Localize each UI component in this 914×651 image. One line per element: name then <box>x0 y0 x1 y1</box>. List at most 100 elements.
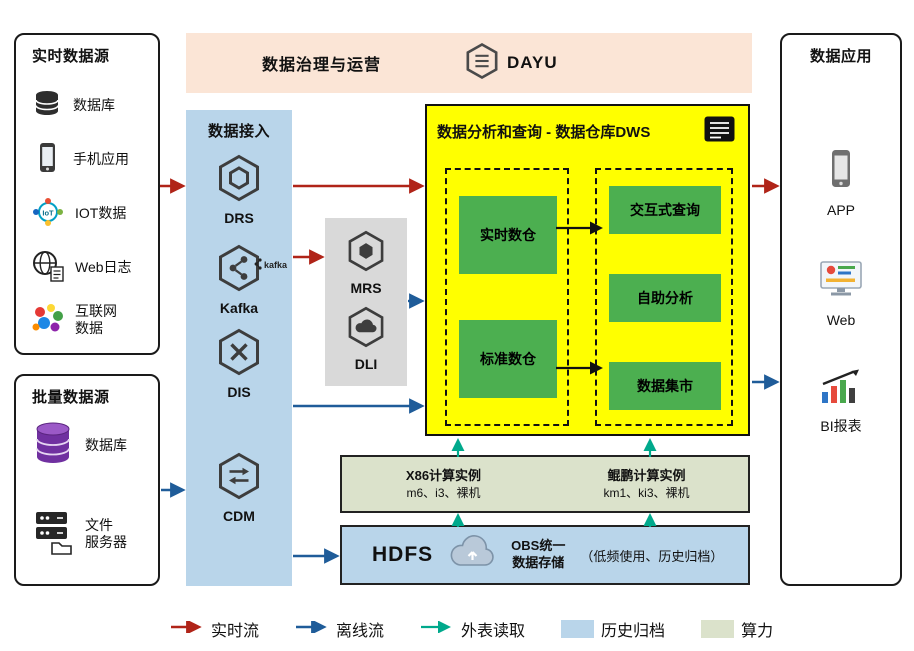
source-item-batch-database: 数据库 <box>30 418 152 474</box>
processing-panel: MRS DLI <box>325 218 407 386</box>
kafka-wordmark-text: kafka <box>264 260 288 270</box>
legend-item-offline-flow: 离线流 <box>295 617 384 641</box>
batch-sources-panel: 批量数据源 数据库 <box>14 374 160 586</box>
realtime-dw-box: 实时数仓 <box>459 196 557 274</box>
dayu-wordmark: DAYU <box>507 53 558 72</box>
service-label: Kafka <box>219 300 259 316</box>
dws-right-group: 交互式查询 自助分析 数据集市 <box>595 168 733 426</box>
data-mart-label: 数据集市 <box>637 378 693 394</box>
x86-instance: X86计算实例 m6、i3、裸机 <box>342 467 545 502</box>
source-label: 数据库 <box>73 97 115 114</box>
obs-cloud-icon <box>448 534 496 576</box>
app-item-web: Web <box>782 259 900 330</box>
dws-title: 数据分析和查询 - 数据仓库DWS <box>437 124 651 141</box>
file-server-icon <box>30 508 76 561</box>
report-document-icon <box>703 115 736 148</box>
service-label: DLI <box>354 356 378 372</box>
legend-item-archive: 历史归档 <box>561 617 665 641</box>
interactive-query-label: 交互式查询 <box>630 202 700 218</box>
legend-label: 实时流 <box>211 623 260 640</box>
hdfs-label: HDFS <box>372 543 434 566</box>
source-item-database: 数据库 <box>30 83 152 129</box>
kafka-hexagon-icon <box>216 244 262 297</box>
data-applications-panel: 数据应用 APP <box>780 33 902 586</box>
svg-text:IoT: IoT <box>42 208 54 217</box>
kunpeng-instance-models: km1、ki3、裸机 <box>603 485 690 500</box>
source-item-iot: IoT IOT数据 <box>30 191 152 237</box>
source-item-web-log: Web日志 <box>30 245 152 291</box>
smartphone-icon <box>30 140 64 181</box>
iot-icon: IoT <box>30 195 66 234</box>
service-cdm: CDM <box>186 452 292 524</box>
app-label: Web <box>826 312 856 328</box>
source-label: 文件 服务器 <box>85 516 127 551</box>
legend-label: 历史归档 <box>601 623 666 640</box>
self-service-analysis-box: 自助分析 <box>609 274 721 322</box>
interactive-query-box: 交互式查询 <box>609 186 721 234</box>
governance-title: 数据治理与运营 <box>262 57 382 74</box>
globe-log-icon <box>30 249 66 288</box>
source-item-internet-data: 互联网 数据 <box>30 297 152 343</box>
x86-instance-title: X86计算实例 <box>405 467 482 483</box>
app-label: APP <box>826 202 855 218</box>
standard-dw-box: 标准数仓 <box>459 320 557 398</box>
archive-swatch <box>561 620 595 638</box>
source-item-mobile-app: 手机应用 <box>30 137 152 183</box>
data-ingestion-panel: 数据接入 DRS Kafka <box>186 110 292 586</box>
source-label: 数据库 <box>85 437 127 454</box>
realtime-sources-panel: 实时数据源 数据库 手机应用 <box>14 33 160 355</box>
app-label: BI报表 <box>820 418 862 434</box>
service-label: DIS <box>227 384 251 400</box>
internet-data-icon <box>30 300 66 341</box>
legend-item-realtime-flow: 实时流 <box>170 617 259 641</box>
source-label: IOT数据 <box>75 205 127 222</box>
dli-hexagon-icon <box>346 306 386 353</box>
bi-chart-icon <box>817 367 865 412</box>
cdm-hexagon-icon <box>216 452 262 505</box>
legend: 实时流 离线流 外表读取 历史归档 算力 <box>170 613 773 645</box>
batch-sources-title: 批量数据源 <box>32 389 110 406</box>
legend-label: 算力 <box>741 623 774 640</box>
legend-label: 外表读取 <box>461 623 526 640</box>
realtime-sources-title: 实时数据源 <box>32 48 110 65</box>
app-item-app: APP <box>782 147 900 220</box>
service-dis: DIS <box>186 328 292 400</box>
kafka-logo-icon <box>254 258 262 272</box>
dws-left-group: 实时数仓 标准数仓 <box>445 168 569 426</box>
service-label: CDM <box>223 508 255 524</box>
governance-banner: 数据治理与运营 DAYU <box>186 33 752 93</box>
red-arrow-icon <box>170 619 204 638</box>
source-item-file-server: 文件 服务器 <box>30 504 152 564</box>
dayu-logo: DAYU <box>465 42 558 85</box>
storage-panel: HDFS OBS统一 数据存储 （低频使用、历史归档） <box>340 525 750 585</box>
teal-arrow-icon <box>420 620 454 638</box>
legend-item-external-read: 外表读取 <box>420 617 525 641</box>
obs-note: （低频使用、历史归档） <box>580 548 724 564</box>
database-purple-icon <box>30 419 76 474</box>
kafka-wordmark: kafka <box>254 258 287 272</box>
self-service-analysis-label: 自助分析 <box>637 290 693 306</box>
service-drs: DRS <box>186 154 292 226</box>
service-mrs: MRS <box>325 230 407 296</box>
service-label: DRS <box>224 210 254 226</box>
source-label: 手机应用 <box>73 151 129 168</box>
realtime-dw-label: 实时数仓 <box>480 227 536 243</box>
mrs-hexagon-icon <box>346 230 386 277</box>
obs-label: OBS统一 数据存储 <box>511 538 566 570</box>
source-label: Web日志 <box>75 259 132 276</box>
data-mart-box: 数据集市 <box>609 362 721 410</box>
dayu-hexagon-icon <box>465 42 499 85</box>
kunpeng-instance: 鲲鹏计算实例 km1、ki3、裸机 <box>545 467 748 502</box>
app-item-bi: BI报表 <box>782 367 900 436</box>
blue-arrow-icon <box>295 619 329 638</box>
data-ingestion-title: 数据接入 <box>207 123 270 140</box>
legend-item-compute: 算力 <box>701 617 773 641</box>
service-kafka: Kafka <box>186 244 292 316</box>
standard-dw-label: 标准数仓 <box>480 351 536 367</box>
database-icon <box>30 87 64 126</box>
web-monitor-icon <box>817 259 865 306</box>
x86-instance-models: m6、i3、裸机 <box>406 485 481 500</box>
service-label: MRS <box>350 280 382 296</box>
dws-header: 数据分析和查询 - 数据仓库DWS <box>427 106 748 148</box>
